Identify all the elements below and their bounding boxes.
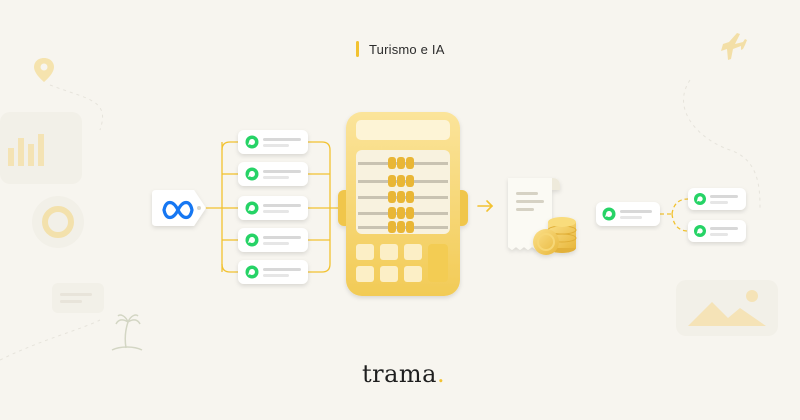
brand-name: trama: [362, 360, 437, 388]
coins-icon: [533, 217, 577, 255]
meta-ad-card: [152, 190, 206, 226]
topic-tag: Turismo e IA: [356, 40, 445, 58]
left-chat-list: [238, 130, 308, 284]
chat-card-1: [238, 130, 308, 154]
tag-label: Turismo e IA: [369, 41, 445, 57]
brand-dot: .: [437, 360, 446, 388]
tag-accent-bar: [356, 41, 359, 57]
left-connectors: [203, 141, 344, 273]
donut-chart-icon: [42, 206, 74, 238]
brand-logo: trama.: [362, 360, 445, 388]
palm-tree-icon: [111, 314, 143, 351]
image-card: [676, 280, 778, 336]
calculator-keys: [356, 244, 448, 282]
image-placeholder-icon: [688, 290, 766, 326]
bar-chart-icon: [8, 134, 44, 166]
right-chat-card-2: [688, 220, 746, 242]
chat-card-4: [238, 228, 308, 252]
right-chat-card-1: [688, 188, 746, 210]
meta-logo-icon: [162, 200, 194, 220]
right-connectors: [660, 198, 689, 232]
airplane-icon: [721, 33, 747, 60]
chat-bubble-decor: [52, 283, 104, 313]
calculator-abacus-icon: [338, 112, 468, 296]
chat-card-2: [238, 162, 308, 186]
right-chat-main: [596, 202, 660, 226]
background-decorations: [0, 33, 778, 361]
arrow-right-icon: [477, 200, 494, 212]
location-pin-icon: [34, 58, 54, 82]
chat-card-3: [238, 196, 308, 220]
abacus-beads: [388, 157, 414, 233]
chat-card-5: [238, 260, 308, 284]
